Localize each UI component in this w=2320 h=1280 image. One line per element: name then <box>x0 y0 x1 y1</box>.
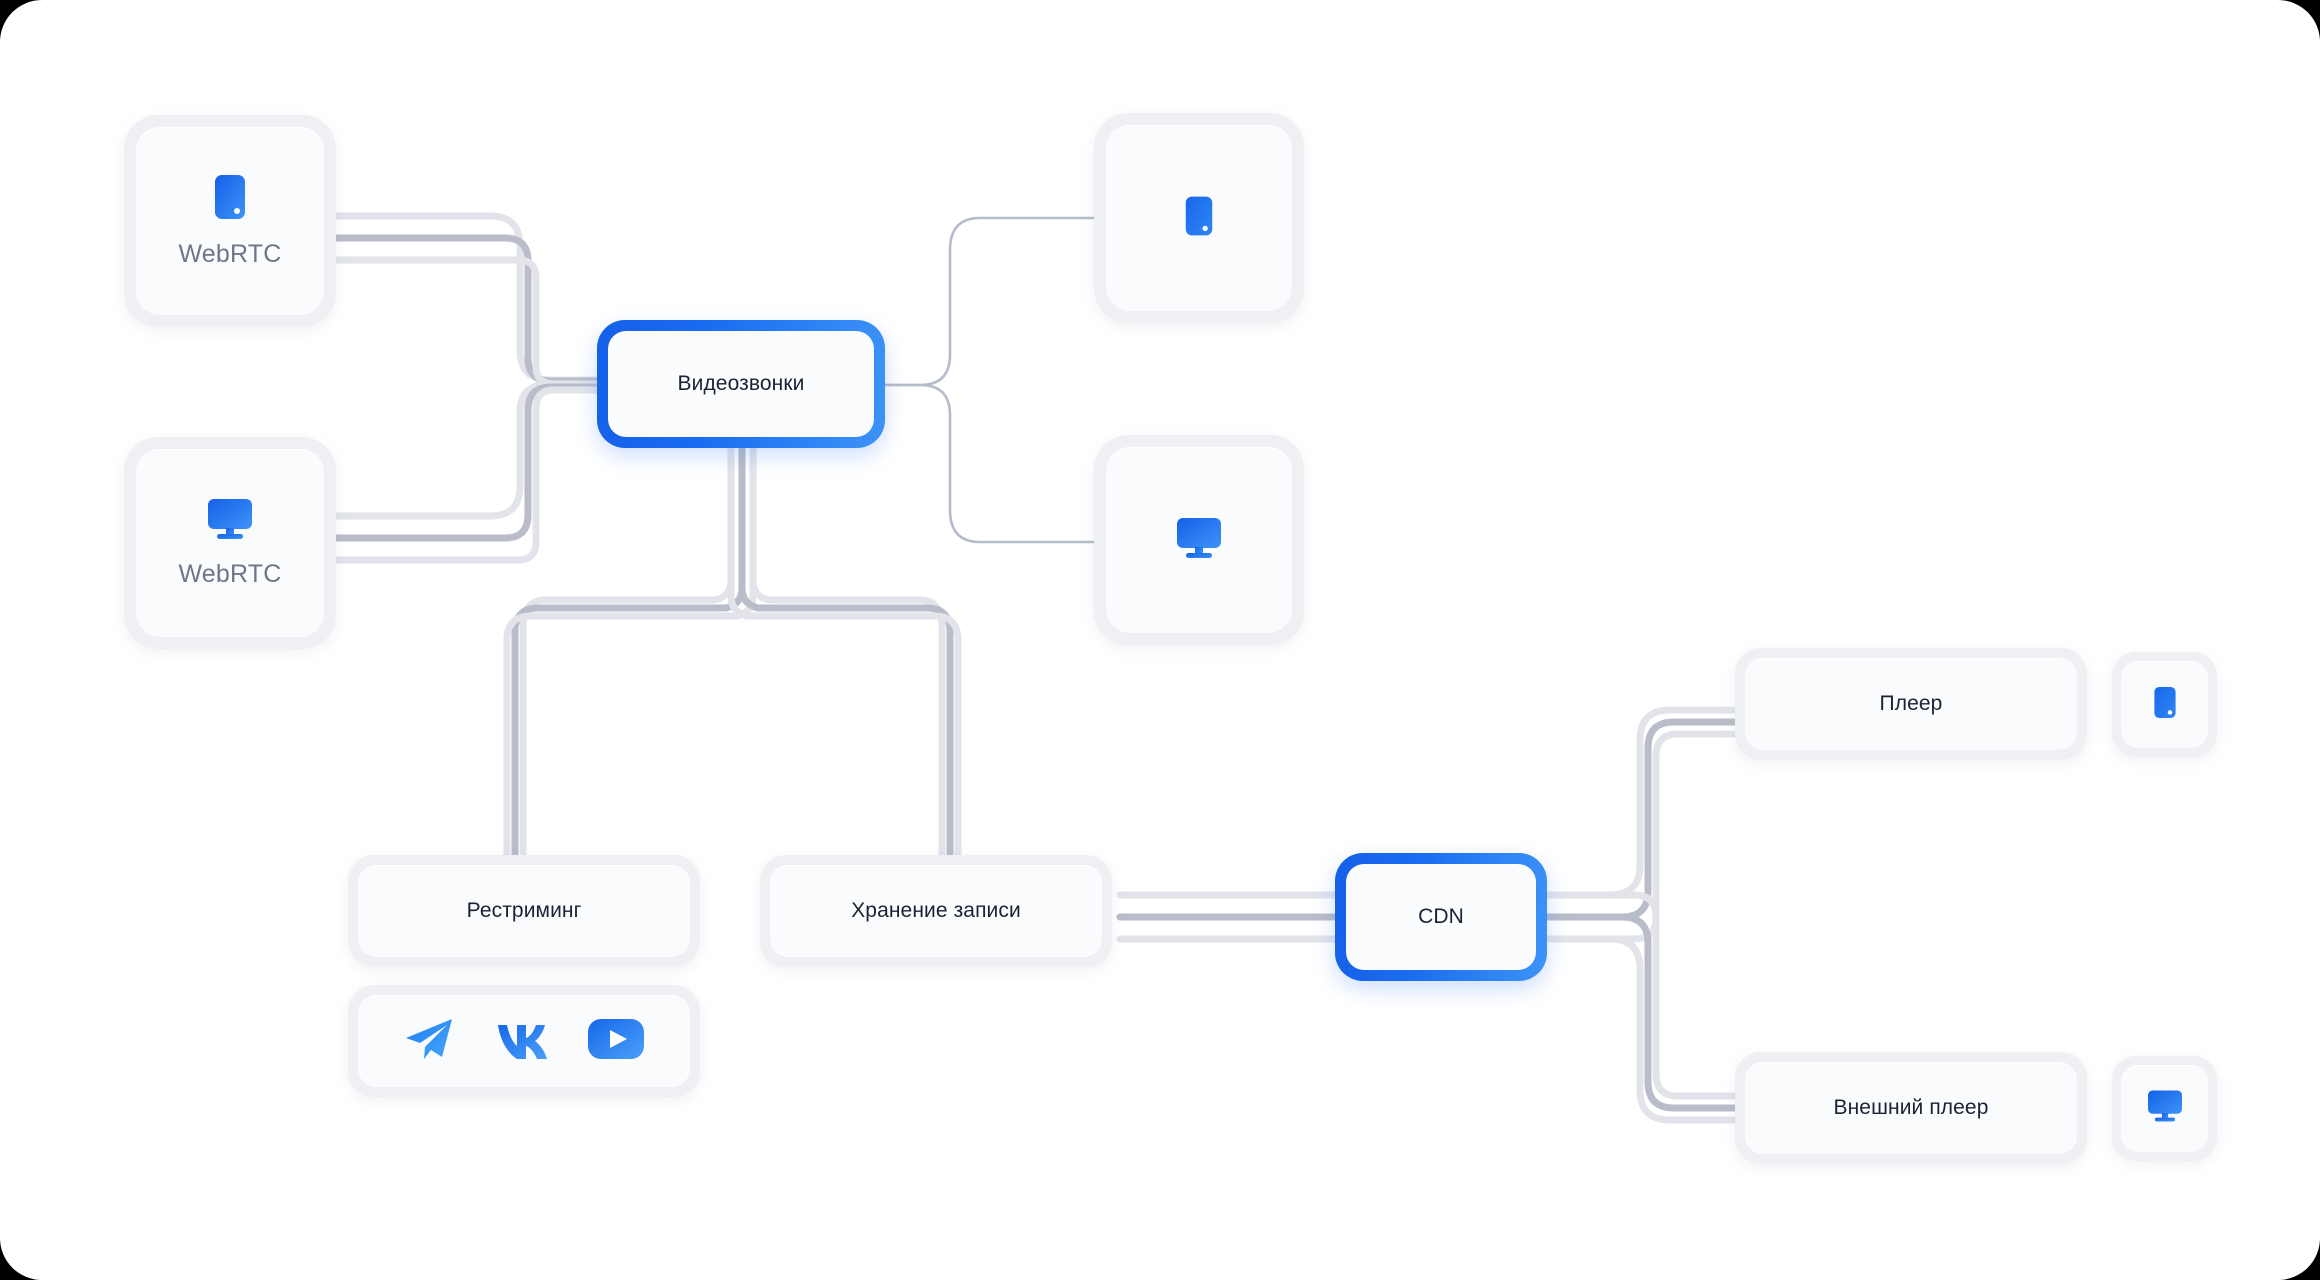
desktop-monitor-icon <box>2146 1089 2184 1128</box>
node-video-calls[interactable]: Видеозвонки <box>597 320 885 448</box>
wire-webrtc-desktop-to-videocalls <box>326 380 604 564</box>
node-face: CDN <box>1346 864 1536 970</box>
wire-videocalls-to-viewer-desktop <box>883 383 1107 544</box>
node-label: CDN <box>1418 905 1464 928</box>
node-label: WebRTC <box>178 240 282 268</box>
node-external-device[interactable] <box>2112 1056 2217 1161</box>
node-player-device[interactable] <box>2112 652 2217 757</box>
wire-videocalls-to-viewer-mobile <box>883 216 1107 387</box>
mobile-phone-icon <box>213 173 247 226</box>
node-label: Внешний плеер <box>1833 1096 1989 1119</box>
telegram-icon[interactable] <box>403 1016 455 1067</box>
node-face: Видеозвонки <box>608 331 874 437</box>
social-platforms-panel[interactable] <box>348 985 700 1097</box>
node-label: Плеер <box>1879 692 1943 715</box>
node-restreaming[interactable]: Рестриминг <box>348 855 700 967</box>
node-external-player[interactable]: Внешний плеер <box>1735 1052 2087 1164</box>
wire-videocalls-to-restreaming <box>503 440 757 864</box>
node-cdn[interactable]: CDN <box>1335 853 1547 981</box>
social-icon-row <box>358 995 690 1087</box>
node-face: Плеер <box>1745 658 2077 750</box>
node-face: Рестриминг <box>358 865 690 957</box>
node-label: Хранение записи <box>851 899 1021 922</box>
youtube-icon[interactable] <box>587 1018 645 1065</box>
mobile-phone-icon <box>1184 194 1214 243</box>
node-label: Видеозвонки <box>677 372 805 395</box>
node-webrtc-mobile[interactable]: WebRTC <box>124 115 336 327</box>
node-face <box>1106 125 1292 311</box>
wire-videocalls-to-recording <box>727 440 962 864</box>
node-face: Внешний плеер <box>1745 1062 2077 1154</box>
desktop-monitor-icon <box>206 497 254 546</box>
node-face <box>358 995 690 1087</box>
vk-icon[interactable] <box>494 1019 548 1064</box>
node-viewer-mobile[interactable] <box>1094 113 1304 323</box>
node-player[interactable]: Плеер <box>1735 648 2087 760</box>
node-face <box>2121 1065 2208 1152</box>
wire-webrtc-mobile-to-videocalls <box>326 212 604 388</box>
node-face: Хранение записи <box>770 865 1102 957</box>
mobile-phone-icon <box>2153 685 2177 725</box>
node-face: WebRTC <box>136 449 324 637</box>
node-recording-storage[interactable]: Хранение записи <box>760 855 1112 967</box>
node-face <box>2121 661 2208 748</box>
node-webrtc-desktop[interactable]: WebRTC <box>124 437 336 649</box>
node-label: WebRTC <box>178 560 282 588</box>
node-face: WebRTC <box>136 127 324 315</box>
wire-recording-to-cdn <box>1116 891 1349 943</box>
node-face <box>1106 447 1292 633</box>
node-viewer-desktop[interactable] <box>1094 435 1304 645</box>
wire-cdn-to-external-player <box>1544 891 1749 1124</box>
node-label: Рестриминг <box>466 899 582 922</box>
desktop-monitor-icon <box>1175 516 1223 565</box>
